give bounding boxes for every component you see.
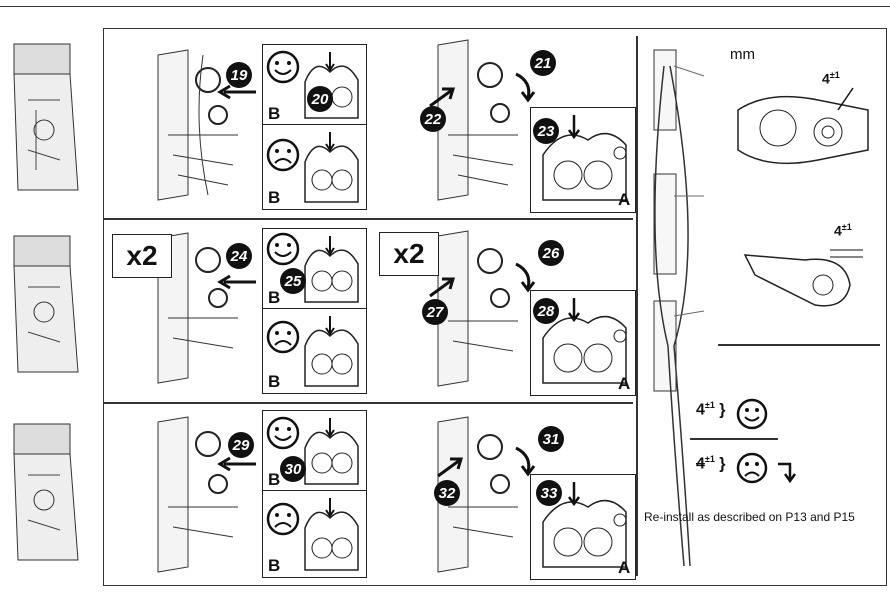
step-number: 20: [307, 86, 333, 112]
cam-measurement-drawing: [728, 80, 878, 190]
breaker-illustration-middle: [8, 232, 98, 382]
row-divider-2: [103, 402, 633, 404]
breaker-illustration-bottom: [8, 420, 98, 570]
arrow-up-right-icon: [428, 276, 456, 298]
sad-face-icon: [266, 502, 300, 536]
ok-tolerance-label: 4±1 }: [696, 400, 726, 419]
position-label: A: [618, 190, 630, 210]
sad-face-icon: [266, 320, 300, 354]
cam-detail-drawing: [300, 498, 362, 572]
sad-face-icon: [266, 138, 300, 172]
dimension-label-top: 4±1: [822, 70, 840, 87]
step-number: 25: [280, 268, 306, 294]
arrow-up-right-icon: [436, 456, 464, 478]
cam-detail-drawing: [300, 52, 362, 120]
wiring-harness-drawing: [644, 46, 714, 576]
cam-detail-drawing: [300, 418, 362, 486]
curved-arrow-icon: [512, 262, 538, 292]
arrow-up-right-icon: [428, 86, 456, 108]
position-label: B: [268, 188, 280, 208]
step-number: 32: [434, 480, 460, 506]
step-number: 21: [530, 50, 556, 76]
column-divider: [636, 36, 638, 576]
curved-arrow-icon: [512, 446, 538, 476]
step-number: 28: [533, 298, 559, 324]
position-label: B: [268, 372, 280, 392]
position-label: B: [268, 470, 280, 490]
reinstall-note: Re-install as described on P13 and P15: [644, 510, 855, 524]
step-number: 19: [226, 62, 252, 88]
step-number: 22: [420, 106, 446, 132]
repeat-twice-badge: x2: [112, 234, 172, 278]
arrow-left-icon: [218, 276, 258, 288]
repeat-twice-badge: x2: [379, 232, 439, 276]
smiley-face-icon: [266, 416, 300, 450]
step-number: 31: [538, 426, 564, 452]
row-divider-1: [103, 218, 633, 220]
position-label: A: [618, 374, 630, 394]
arrow-left-icon: [218, 458, 258, 470]
cam-detail-drawing: [300, 316, 362, 388]
cam-detail-drawing: [300, 132, 362, 204]
legend-divider: [690, 438, 778, 440]
step-number: 27: [422, 299, 448, 325]
step-number: 33: [536, 480, 562, 506]
smiley-face-icon: [736, 398, 768, 430]
breaker-illustration-top: [8, 40, 98, 200]
turn-down-arrow-icon: [776, 460, 798, 484]
step-number: 24: [226, 243, 252, 269]
bad-tolerance-label: 4±1 }: [696, 454, 726, 473]
unit-label: mm: [730, 46, 755, 63]
curved-arrow-icon: [512, 72, 538, 102]
measurement-bottom-rule: [718, 344, 880, 346]
step-number: 29: [228, 432, 254, 458]
dimension-label-bottom: 4±1: [834, 222, 852, 239]
sad-face-icon: [736, 452, 768, 484]
smiley-face-icon: [266, 50, 300, 84]
position-label: A: [618, 558, 630, 578]
step-number: 30: [280, 456, 306, 482]
step-number: 23: [533, 118, 559, 144]
position-label: B: [268, 288, 280, 308]
lever-measurement-drawing: [735, 245, 865, 315]
top-rule: [0, 6, 890, 7]
position-label: B: [268, 556, 280, 576]
smiley-face-icon: [266, 232, 300, 266]
position-label: B: [268, 104, 280, 124]
step-number: 26: [538, 240, 564, 266]
cam-detail-drawing: [300, 236, 362, 304]
